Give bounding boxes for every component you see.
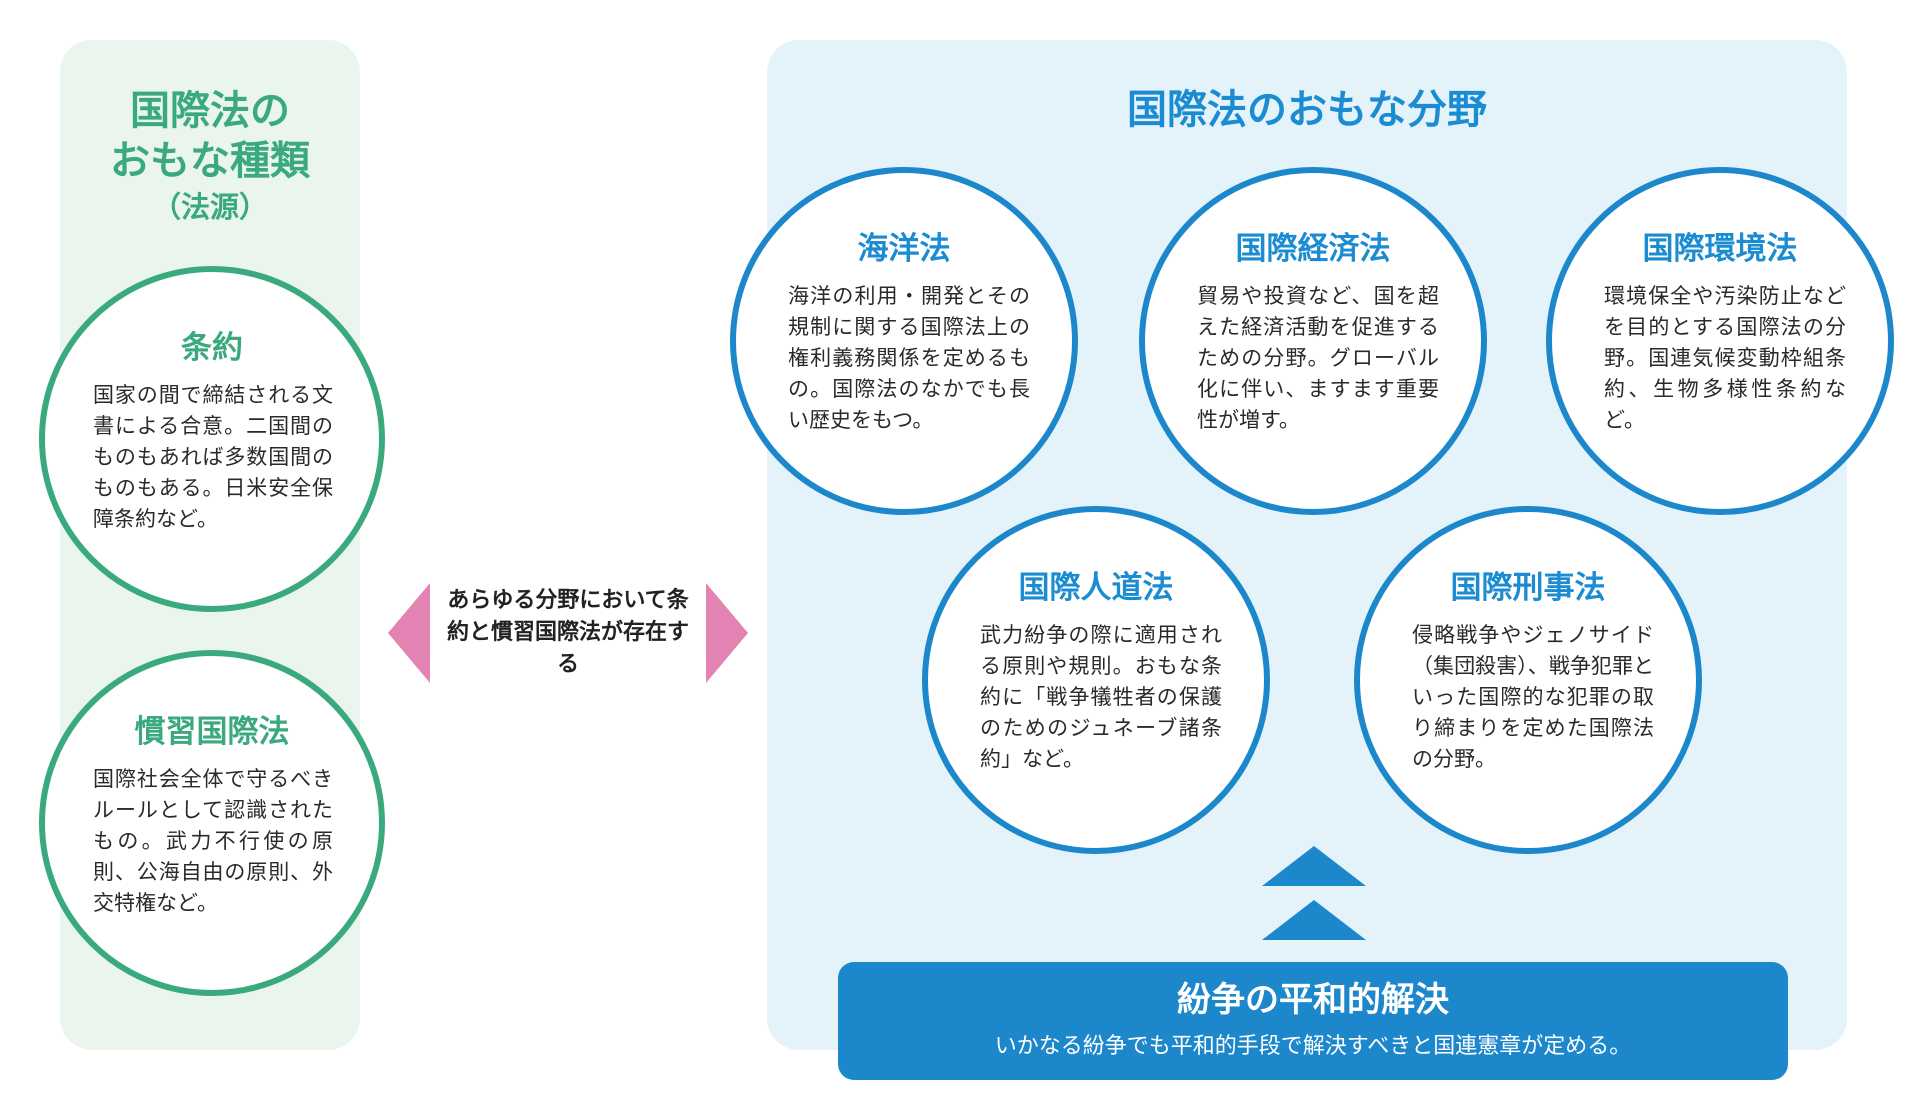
field-body-international-humanitarian-law: 武力紛争の際に適用される原則や規則。おもな条約に「戦争犠牲者の保護のためのジュネ… bbox=[980, 623, 1222, 771]
bidirectional-arrow: あらゆる分野において条約と慣習国際法が存在する bbox=[388, 583, 748, 683]
field-circle-international-criminal-law: 国際刑事法 侵略戦争やジェノサイド（集団殺害）、戦争犯罪といった国際的な犯罪の取… bbox=[1354, 506, 1702, 854]
source-circle-treaty: 条約 国家の間で締結される文書による合意。二国間のものもあれば多数国間のものもあ… bbox=[39, 266, 385, 612]
field-body-international-environmental-law: 環境保全や汚染防止などを目的とする国際法の分野。国連気候変動枠組条約、生物多様性… bbox=[1604, 284, 1846, 432]
source-body-treaty: 国家の間で締結される文書による合意。二国間のものもあれば多数国間のものもある。日… bbox=[93, 383, 333, 531]
sources-title-line2: おもな種類 bbox=[110, 138, 310, 184]
up-arrows bbox=[1262, 846, 1366, 940]
peaceful-resolution-box: 紛争の平和的解決 いかなる紛争でも平和的手段で解決すべきと国連憲章が定める。 bbox=[838, 962, 1788, 1080]
sources-title: 国際法の おもな種類 （法源） bbox=[60, 86, 360, 228]
field-body-law-of-the-sea: 海洋の利用・開発とその規制に関する国際法上の権利義務関係を定めるもの。国際法のな… bbox=[788, 284, 1030, 432]
field-title-international-environmental-law: 国際環境法 bbox=[1642, 231, 1798, 267]
field-circle-international-humanitarian-law: 国際人道法 武力紛争の際に適用される原則や規則。おもな条約に「戦争犠牲者の保護の… bbox=[922, 506, 1270, 854]
field-body-international-criminal-law: 侵略戦争やジェノサイド（集団殺害）、戦争犯罪といった国際的な犯罪の取り締まりを定… bbox=[1412, 623, 1654, 771]
field-title-international-criminal-law: 国際刑事法 bbox=[1450, 570, 1606, 606]
sources-title-sub: （法源） bbox=[151, 190, 268, 224]
sources-title-line1: 国際法の bbox=[130, 88, 290, 134]
field-title-international-economic-law: 国際経済法 bbox=[1235, 231, 1391, 267]
double-arrow-icon bbox=[388, 583, 748, 683]
field-circle-law-of-the-sea: 海洋法 海洋の利用・開発とその規制に関する国際法上の権利義務関係を定めるもの。国… bbox=[730, 167, 1078, 515]
peaceful-resolution-title: 紛争の平和的解決 bbox=[1177, 980, 1449, 1020]
peaceful-resolution-subtitle: いかなる紛争でも平和的手段で解決すべきと国連憲章が定める。 bbox=[994, 1034, 1632, 1059]
field-body-international-economic-law: 貿易や投資など、国を超えた経済活動を促進するための分野。グローバル化に伴い、ます… bbox=[1197, 284, 1439, 432]
field-title-international-humanitarian-law: 国際人道法 bbox=[1018, 570, 1174, 606]
field-circle-international-economic-law: 国際経済法 貿易や投資など、国を超えた経済活動を促進するための分野。グローバル化… bbox=[1139, 167, 1487, 515]
field-circle-international-environmental-law: 国際環境法 環境保全や汚染防止などを目的とする国際法の分野。国連気候変動枠組条約… bbox=[1546, 167, 1894, 515]
source-title-customary-law: 慣習国際法 bbox=[134, 714, 290, 750]
field-title-law-of-the-sea: 海洋法 bbox=[857, 231, 951, 267]
source-title-treaty: 条約 bbox=[181, 330, 243, 366]
double-chevron-up-icon bbox=[1262, 846, 1366, 940]
bidirectional-arrow-label: あらゆる分野において条約と慣習国際法が存在する bbox=[446, 588, 689, 677]
source-circle-customary-law: 慣習国際法 国際社会全体で守るべきルールとして認識されたもの。武力不行使の原則、… bbox=[39, 650, 385, 996]
fields-title: 国際法のおもな分野 bbox=[1127, 87, 1487, 133]
source-body-customary-law: 国際社会全体で守るべきルールとして認識されたもの。武力不行使の原則、公海自由の原… bbox=[93, 767, 333, 915]
